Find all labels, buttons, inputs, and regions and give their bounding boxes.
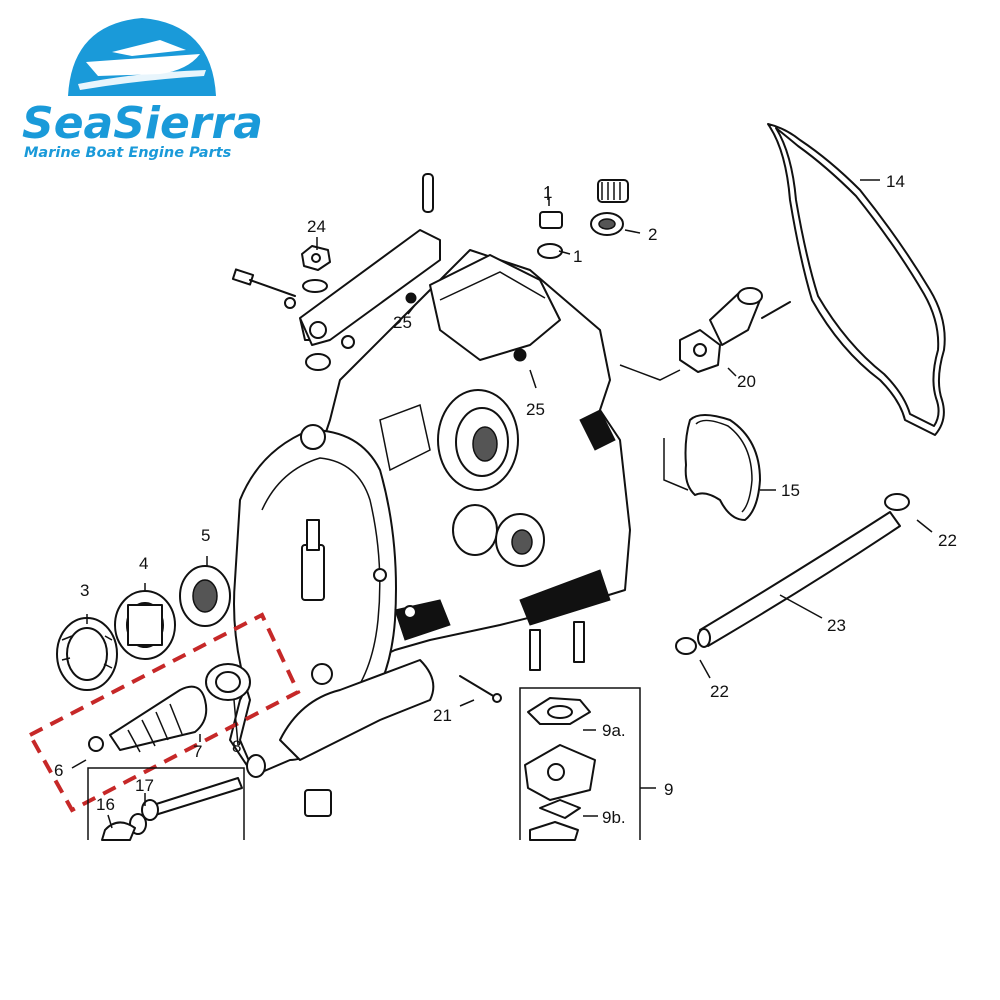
- seasierra-logo: SeaSierra Marine Boat Engine Parts: [22, 18, 263, 161]
- needle-bearing-3: [56, 617, 118, 691]
- washer: [246, 754, 266, 778]
- stud-right: [573, 621, 585, 663]
- callout-16: 16: [96, 795, 115, 814]
- callout-2: 2: [648, 225, 657, 244]
- callout-24: 24: [307, 217, 326, 236]
- hose-clamp-22-bottom: [675, 637, 697, 655]
- callout-6: 6: [54, 761, 63, 780]
- brand-tagline: Marine Boat Engine Parts: [24, 145, 232, 161]
- callout-9: 9: [664, 780, 673, 799]
- callout-22a: 22: [938, 531, 957, 550]
- callout-14: 14: [886, 172, 905, 191]
- callout-9a: 9a.: [602, 721, 626, 740]
- callout-25b: 25: [526, 400, 545, 419]
- callout-17: 17: [135, 776, 154, 795]
- bell-housing: [229, 249, 631, 776]
- callout-20: 20: [737, 372, 756, 391]
- callouts: 1 1 2 3 4 5 6 7 8 9 9a. 9b. 14 15 16 17 …: [54, 172, 957, 827]
- callout-4: 4: [139, 554, 148, 573]
- callout-7: 7: [193, 742, 202, 761]
- bearing-5: [179, 565, 231, 627]
- stud-left: [529, 629, 541, 671]
- callout-23: 23: [827, 616, 846, 635]
- parts-box-9: [519, 687, 656, 841]
- pin-21: [459, 675, 496, 698]
- highlight-region: [27, 612, 301, 813]
- callout-8: 8: [232, 737, 241, 756]
- callout-15: 15: [781, 481, 800, 500]
- parts-box-16-17: [87, 767, 245, 841]
- callout-9b: 9b.: [602, 808, 626, 827]
- callout-3: 3: [80, 581, 89, 600]
- gear-4: [114, 590, 176, 660]
- gasket-14: [767, 123, 946, 436]
- linkage-assembly: [231, 173, 527, 371]
- seal-15: [684, 414, 761, 521]
- callout-25a: 25: [393, 313, 412, 332]
- callout-1a: 1: [543, 183, 552, 202]
- bearing-parts-1-2: [537, 179, 629, 259]
- nut-6: [88, 736, 104, 752]
- callout-5: 5: [201, 526, 210, 545]
- callout-1b: 1: [573, 247, 582, 266]
- callout-21: 21: [433, 706, 452, 725]
- bushing: [304, 789, 332, 817]
- boat-icon: [78, 40, 206, 90]
- brand-name: SeaSierra: [22, 98, 263, 149]
- water-hose-23: [675, 493, 910, 655]
- leader-lines: [71, 179, 933, 829]
- outlet-fitting-20: [619, 287, 791, 381]
- hose-clamp-22-top: [884, 493, 910, 511]
- callout-22b: 22: [710, 682, 729, 701]
